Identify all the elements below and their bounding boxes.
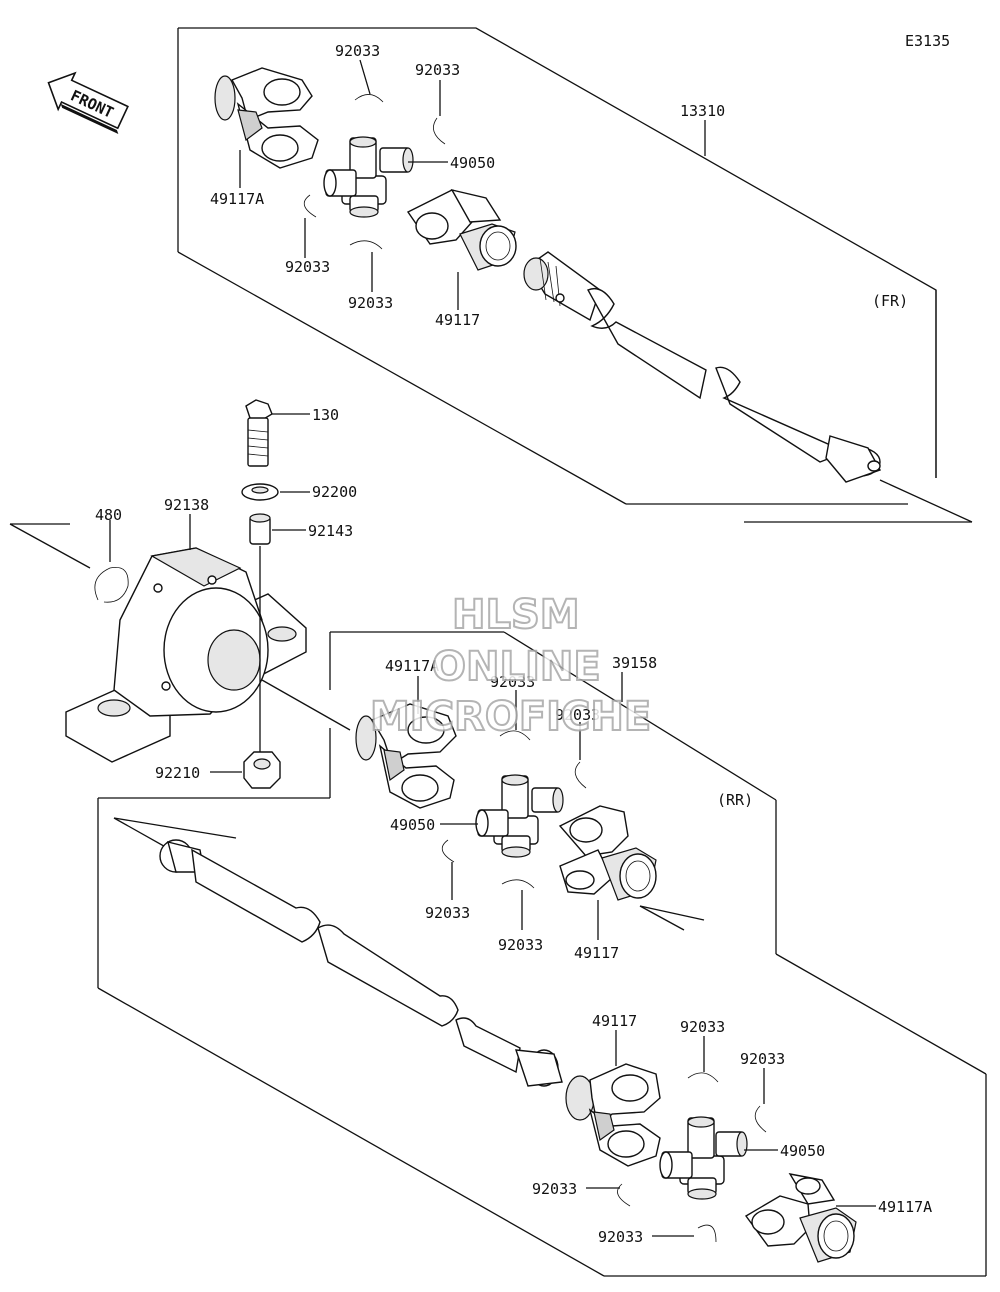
- yoke-49117-top: [406, 188, 517, 271]
- circlip-top-a: [354, 94, 384, 103]
- circlip-rear-a: [499, 730, 531, 741]
- label-92033: 92033: [680, 1018, 725, 1036]
- bolt-130: [245, 399, 273, 467]
- label-92138: 92138: [164, 496, 209, 514]
- label-92033: 92033: [335, 42, 380, 60]
- yoke-49117a-bottom: [744, 1173, 857, 1263]
- yoke-49117a-rear: [355, 703, 457, 809]
- label-92200: 92200: [312, 483, 357, 501]
- circlip-rear-c: [441, 839, 455, 863]
- diagram-id: E3135: [905, 32, 950, 50]
- label-92033: 92033: [415, 61, 460, 79]
- label-92033: 92033: [555, 706, 600, 724]
- label-92033: 92033: [285, 258, 330, 276]
- circlip-480: [94, 567, 129, 603]
- label-49117a: 49117A: [878, 1198, 932, 1216]
- label-49050: 49050: [780, 1142, 825, 1160]
- yoke-49117-bottom: [565, 1063, 661, 1167]
- circlip-top-b: [433, 117, 446, 145]
- circlip-bottom-b: [754, 1105, 767, 1133]
- label-49117: 49117: [435, 311, 480, 329]
- bearing-housing-92138: [65, 547, 307, 763]
- circlip-top-c: [303, 194, 317, 218]
- label-92210: 92210: [155, 764, 200, 782]
- rear-shaft-39158: [159, 839, 563, 1087]
- cross-49050-rear: [475, 774, 564, 858]
- nut-92210: [243, 751, 281, 789]
- label-92033: 92033: [598, 1228, 643, 1246]
- label-49117: 49117: [592, 1012, 637, 1030]
- label-92143: 92143: [308, 522, 353, 540]
- label-rear-section: (RR): [717, 791, 753, 809]
- label-92033: 92033: [532, 1180, 577, 1198]
- cross-49050-bottom: [659, 1116, 748, 1200]
- label-front-section: (FR): [872, 292, 908, 310]
- front-shaft-13310: [523, 251, 882, 483]
- label-49117a: 49117A: [210, 190, 264, 208]
- collar-92143: [249, 513, 271, 545]
- circlip-rear-d: [501, 879, 535, 889]
- watermark-line1: HLSM: [452, 592, 580, 638]
- label-92033: 92033: [425, 904, 470, 922]
- circlip-bottom-d: [697, 1224, 717, 1243]
- circlip-bottom-a: [687, 1072, 719, 1083]
- label-92033: 92033: [740, 1050, 785, 1068]
- label-92033: 92033: [348, 294, 393, 312]
- label-49117a: 49117A: [385, 657, 439, 675]
- circlip-bottom-c: [617, 1183, 631, 1207]
- circlip-rear-b: [574, 761, 587, 789]
- label-39158: 39158: [612, 654, 657, 672]
- yoke-49117-rear: [558, 805, 657, 901]
- watermark-line2: ONLINE: [432, 644, 601, 690]
- cross-49050-top: [323, 136, 414, 218]
- watermark-line3: MICROFICHE: [370, 694, 651, 740]
- label-49050: 49050: [390, 816, 435, 834]
- label-130: 130: [312, 406, 339, 424]
- front-arrow-icon: FRONT: [47, 71, 129, 135]
- label-49050: 49050: [450, 154, 495, 172]
- yoke-49117a-top: [214, 67, 319, 169]
- circlip-top-d: [349, 240, 383, 250]
- label-480: 480: [95, 506, 122, 524]
- washer-92200: [241, 483, 279, 501]
- label-49117: 49117: [574, 944, 619, 962]
- label-92033: 92033: [498, 936, 543, 954]
- label-13310: 13310: [680, 102, 725, 120]
- label-92033: 92033: [490, 673, 535, 691]
